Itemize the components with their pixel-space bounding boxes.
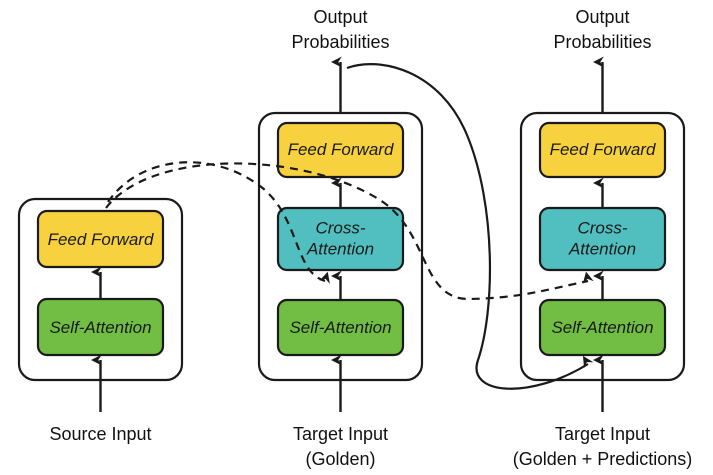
connection-decoder-golden-output-to-decoder-pred-input — [346, 63, 594, 390]
decoder-pred-output-label-line1: Output — [575, 7, 629, 27]
block-decoder-golden-plus-predictions: Feed Forward Cross- Attention Self-Atten… — [513, 7, 693, 469]
decoder-golden-output-label-line2: Probabilities — [291, 32, 389, 52]
decoder-pred-input-label-line2: (Golden + Predictions) — [513, 449, 693, 469]
decoder-golden-feed-forward-box[interactable] — [276, 121, 405, 179]
encoder-feed-forward-label: Feed Forward — [48, 230, 154, 249]
encoder-self-attention-label: Self-Attention — [49, 318, 151, 337]
decoder-golden-input-label-line1: Target Input — [293, 424, 388, 444]
block-encoder: Feed Forward Self-Attention Source Input — [17, 197, 184, 444]
decoder-golden-self-attention-label: Self-Attention — [289, 318, 391, 337]
decoder-golden-input-label-line2: (Golden) — [305, 449, 375, 469]
decoder-golden-cross-attention-label-line2: Attention — [306, 239, 374, 258]
decoder-pred-cross-attention-label-line1: Cross- — [577, 218, 627, 237]
block-decoder-golden: Feed Forward Cross- Attention Self-Atten… — [257, 7, 424, 469]
encoder-input-label: Source Input — [49, 424, 151, 444]
decoder-pred-output-label-line2: Probabilities — [553, 32, 651, 52]
connection-encoder-to-decoder-pred — [105, 162, 594, 301]
decoder-golden-feed-forward-label: Feed Forward — [288, 140, 394, 159]
decoder-pred-feed-forward-label: Feed Forward — [550, 140, 656, 159]
decoder-golden-cross-attention-label-line1: Cross- — [315, 218, 365, 237]
connection-encoder-to-decoder-golden — [107, 161, 330, 284]
decoder-pred-input-label-line1: Target Input — [555, 424, 650, 444]
decoder-pred-cross-attention-label-line2: Attention — [568, 239, 636, 258]
decoder-pred-self-attention-label: Self-Attention — [551, 318, 653, 337]
decoder-golden-output-label-line1: Output — [313, 7, 367, 27]
decoder-pred-feed-forward-box[interactable] — [538, 121, 667, 179]
